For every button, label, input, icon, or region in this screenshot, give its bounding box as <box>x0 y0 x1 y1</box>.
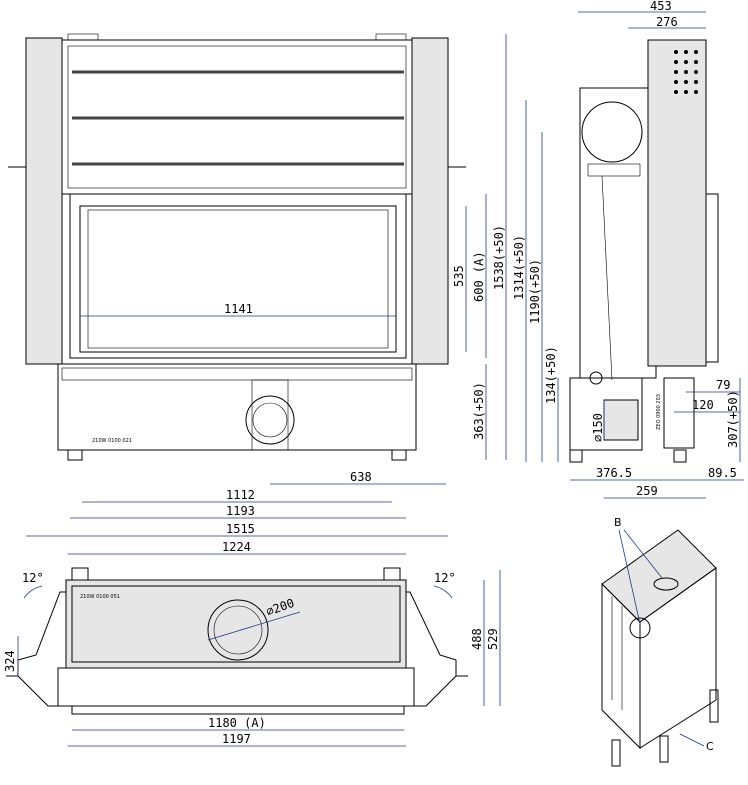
dim-259: 259 <box>636 484 658 498</box>
front-plate-text: 210W 0100 021 <box>92 438 132 444</box>
front-outlet-circle <box>245 395 295 445</box>
dim-488: 488 <box>470 628 484 650</box>
dim-79: 79 <box>716 378 730 392</box>
iso-side <box>639 567 717 749</box>
dim-1314: 1314(+50) <box>512 235 526 300</box>
dim-89-5: 89.5 <box>708 466 737 480</box>
dim-1197: 1197 <box>222 732 251 746</box>
front-view: 210W 0100 021 <box>8 33 466 461</box>
side-dimensions: 453 276 1314(+50) 1190(+50) 134(+50) ∅15… <box>512 0 744 499</box>
dim-600a: 600 (A) <box>472 251 486 302</box>
dim-1538: 1538(+50) <box>492 225 506 290</box>
dim-134: 134(+50) <box>544 346 558 404</box>
dim-1515: 1515 <box>226 522 255 536</box>
side-view: ZEO 0900 203 <box>569 39 719 463</box>
front-glass <box>79 205 397 353</box>
dim-529: 529 <box>486 628 500 650</box>
dim-324: 324 <box>3 650 17 672</box>
dim-dia-150: ∅150 <box>591 413 605 442</box>
side-flue-circle <box>581 101 643 163</box>
dim-638: 638 <box>350 470 372 484</box>
dim-1180a: 1180 (A) <box>208 716 266 730</box>
dim-453: 453 <box>650 0 672 13</box>
iso-flue <box>653 577 679 591</box>
dim-angle-left: 12° <box>22 571 44 585</box>
side-main-body <box>579 87 657 379</box>
dim-1190: 1190(+50) <box>528 259 542 324</box>
top-view: 210W 0100 051 <box>6 567 468 715</box>
dim-535: 535 <box>452 265 466 287</box>
front-left-side-panel <box>25 37 63 365</box>
dim-1141: 1141 <box>224 302 253 316</box>
dim-1193: 1193 <box>226 504 255 518</box>
front-dimensions: 1141 535 600 (A) 1538(+50) 363(+50) 638 … <box>26 34 507 537</box>
side-front-panel <box>647 39 707 367</box>
dim-1112: 1112 <box>226 488 255 502</box>
iso-label-b: B <box>614 516 622 529</box>
dim-1224: 1224 <box>222 540 251 554</box>
dim-363: 363(+50) <box>472 382 486 440</box>
dim-376-5: 376.5 <box>596 466 632 480</box>
iso-side-outlet <box>629 617 651 639</box>
front-right-side-panel <box>411 37 449 365</box>
iso-label-c: C <box>706 740 714 753</box>
isometric-view: B C <box>601 516 719 767</box>
dim-angle-right: 12° <box>434 571 456 585</box>
side-plate-text: ZEO 0900 203 <box>656 394 662 430</box>
top-flue-circle <box>207 599 269 661</box>
front-base <box>57 363 417 451</box>
dim-120: 120 <box>692 398 714 412</box>
front-door-frame <box>69 193 407 359</box>
dim-307: 307(+50) <box>726 390 740 448</box>
top-plate-text: 210W 0100 051 <box>80 594 120 600</box>
dim-276: 276 <box>656 15 678 29</box>
side-vent-holes <box>674 50 698 94</box>
